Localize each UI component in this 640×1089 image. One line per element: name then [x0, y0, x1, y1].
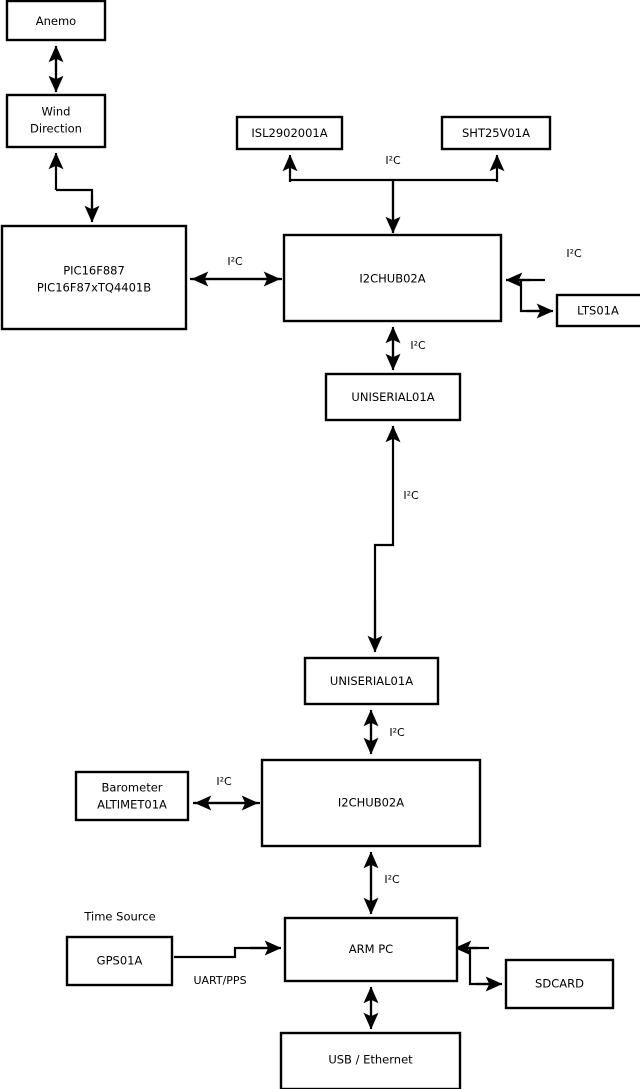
node-isl2902001a[interactable]: ISL2902001A [235, 115, 344, 151]
free-label-layer: Time Source [83, 910, 155, 924]
edge-label-barometer-hubb: I²C [216, 775, 232, 788]
node-pic-label-2: PIC16F87xTQ4401B [37, 281, 151, 295]
node-sht25v01a-label: SHT25V01A [462, 126, 530, 140]
node-usb-ethernet-label: USB / Ethernet [328, 1053, 413, 1067]
node-lts01a-label: LTS01A [577, 304, 619, 318]
node-sht25v01a[interactable]: SHT25V01A [440, 115, 552, 151]
node-pic-box[interactable] [0, 224, 188, 331]
edge-layer: I²C I²C I²C I²C I²C I²C [48, 45, 582, 1030]
edge-label-hub-lts: I²C [566, 247, 582, 260]
node-i2chub02a-bottom-box[interactable] [260, 758, 482, 848]
node-barometer[interactable]: Barometer ALTIMET01A [74, 770, 190, 822]
node-gps01a[interactable]: GPS01A [65, 935, 174, 987]
edge-pic-wind-jog [56, 188, 94, 220]
edge-label-hub-sensors: I²C [385, 154, 401, 167]
node-usb-ethernet-box[interactable] [279, 1031, 462, 1089]
node-wind-direction-label-1: Wind [42, 105, 71, 119]
node-uniserial01a-lower-box[interactable] [303, 656, 440, 706]
node-barometer-label-1: Barometer [101, 781, 162, 795]
node-isl2902001a-box[interactable] [235, 115, 344, 151]
node-isl2902001a-label: ISL2902001A [251, 126, 327, 140]
node-i2chub02a-top[interactable]: I2CHUB02A [282, 233, 503, 323]
edge-label-hubb-armpc: I²C [384, 873, 400, 886]
node-sht25v01a-box[interactable] [440, 115, 552, 151]
node-sdcard-box[interactable] [504, 958, 615, 1010]
node-uniserial01a-lower[interactable]: UNISERIAL01A [303, 656, 440, 706]
edge-armpc-sdcard-path [468, 946, 500, 986]
node-i2chub02a-bottom[interactable]: I2CHUB02A [260, 758, 482, 848]
node-uniserial01a-lower-label: UNISERIAL01A [330, 674, 413, 688]
edge-hub-bus-left [290, 178, 395, 233]
edge-label-pic-hub: I²C [227, 255, 243, 268]
edge-label-gps-armpc: UART/PPS [193, 974, 246, 987]
edge-label-hub-uniserial1: I²C [410, 339, 426, 352]
node-gps01a-label: GPS01A [97, 954, 143, 968]
node-sdcard[interactable]: SDCARD [504, 958, 615, 1010]
edge-label-uniserial2-hubb: I²C [389, 726, 405, 739]
node-wind-direction-label-2: Direction [30, 122, 82, 136]
node-arm-pc-box[interactable] [283, 916, 459, 983]
node-anemo-box[interactable] [5, 0, 107, 42]
node-usb-ethernet[interactable]: USB / Ethernet [279, 1031, 462, 1089]
node-wind-direction[interactable]: Wind Direction [5, 93, 107, 149]
node-arm-pc-label: ARM PC [349, 942, 393, 956]
node-pic[interactable]: PIC16F887 PIC16F87xTQ4401B [0, 224, 188, 331]
node-barometer-label-2: ALTIMET01A [97, 798, 167, 812]
node-barometer-box[interactable] [74, 770, 190, 822]
node-wind-direction-box[interactable] [5, 93, 107, 149]
node-uniserial01a-upper-label: UNISERIAL01A [351, 390, 434, 404]
edge-uniserial-link-jog [373, 475, 395, 648]
edge-hub-lts-path [519, 278, 551, 313]
node-anemo[interactable]: Anemo [5, 0, 107, 42]
node-anemo-label: Anemo [36, 14, 76, 28]
node-lts01a[interactable]: LTS01A [555, 293, 640, 328]
time-source-label: Time Source [83, 910, 155, 924]
node-i2chub02a-top-box[interactable] [282, 233, 503, 323]
node-uniserial01a-upper-box[interactable] [324, 372, 462, 422]
node-arm-pc[interactable]: ARM PC [283, 916, 459, 983]
node-lts01a-box[interactable] [555, 293, 640, 328]
node-uniserial01a-upper[interactable]: UNISERIAL01A [324, 372, 462, 422]
edge-gps-armpc-path [174, 946, 273, 959]
node-gps01a-box[interactable] [65, 935, 174, 987]
node-pic-label-1: PIC16F887 [63, 264, 125, 278]
node-i2chub02a-top-label: I2CHUB02A [359, 272, 425, 286]
node-i2chub02a-bottom-label: I2CHUB02A [338, 796, 404, 810]
node-sdcard-label: SDCARD [535, 977, 584, 991]
edge-label-uniserial-link: I²C [403, 489, 419, 502]
